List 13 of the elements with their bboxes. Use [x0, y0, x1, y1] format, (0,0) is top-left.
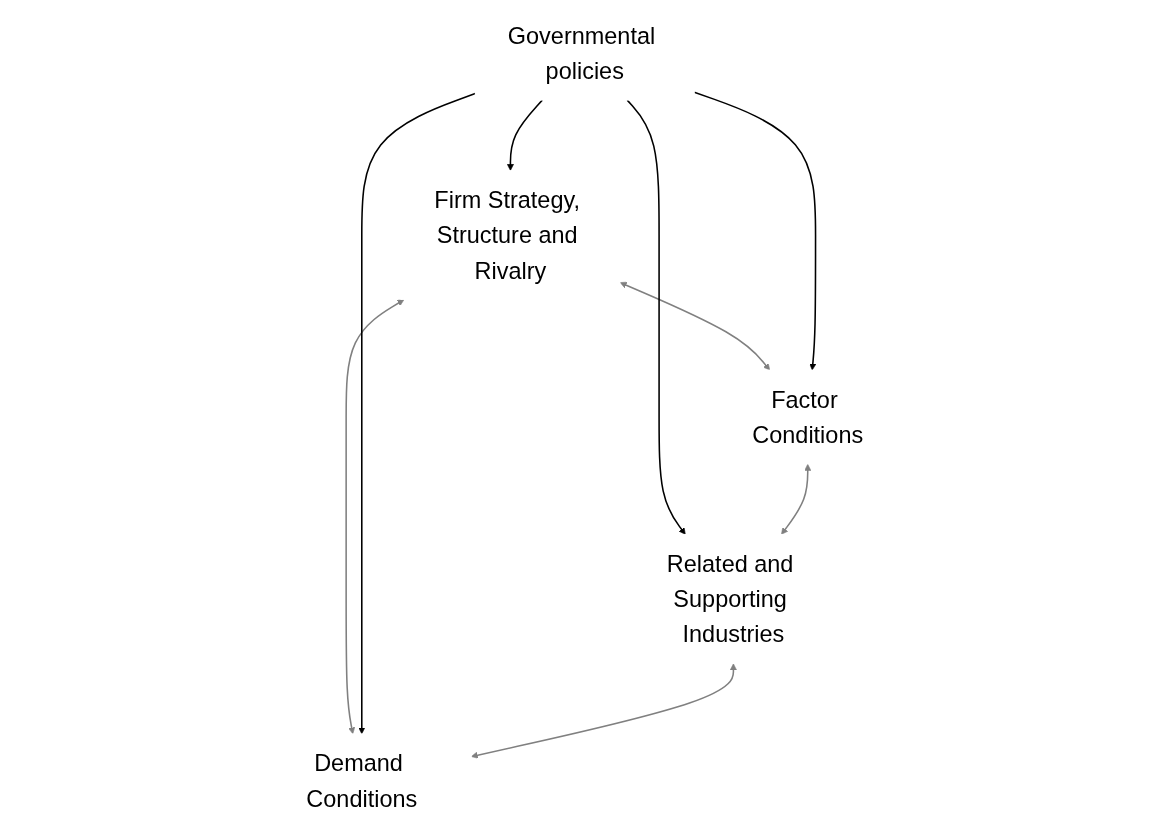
arrow [506, 99, 543, 171]
node-text: Firm Strategy, Structure and Rivalry [434, 186, 580, 284]
arrow [626, 99, 686, 535]
arrow [470, 663, 737, 759]
arrow [345, 299, 404, 735]
arrow [693, 91, 817, 371]
node-text: Related and Supporting Industries [666, 550, 794, 647]
node-text: Demand Conditions [306, 750, 417, 812]
arrow [619, 281, 770, 371]
node-text: Factor Conditions [752, 386, 863, 448]
node-text: Governmental policies [507, 22, 655, 84]
arrow [780, 463, 811, 535]
arrow [358, 92, 476, 735]
